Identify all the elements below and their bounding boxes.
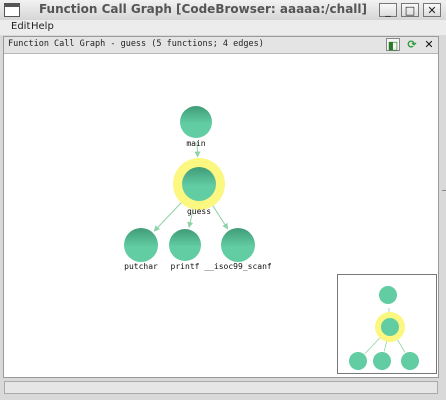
satellite-overview[interactable] xyxy=(337,274,437,374)
panel-close-icon[interactable]: ✕ xyxy=(424,38,434,51)
window-icon xyxy=(4,3,20,17)
menubar: Edit Help xyxy=(0,20,446,35)
refresh-icon[interactable]: ⟳ xyxy=(407,38,417,51)
node-circle[interactable] xyxy=(124,228,158,262)
call-graph-canvas[interactable]: main guess putchar printf __isoc99_scanf xyxy=(4,37,438,377)
node-label: main xyxy=(186,139,205,148)
node-circle[interactable] xyxy=(180,106,212,138)
satellite-node-printf xyxy=(373,352,391,370)
panel-header: Function Call Graph - guess (5 functions… xyxy=(4,37,438,54)
satellite-edge xyxy=(396,338,406,353)
node-printf[interactable]: printf xyxy=(169,229,201,271)
window-close-button[interactable]: ✕ xyxy=(423,3,441,17)
satellite-edge xyxy=(364,336,382,354)
satellite-node-main xyxy=(379,286,397,304)
call-graph-panel: Function Call Graph - guess (5 functions… xyxy=(3,36,439,378)
resize-handle[interactable] xyxy=(442,190,446,191)
satellite-node-guess xyxy=(381,318,399,336)
edge-guess-to-putchar[interactable] xyxy=(153,201,183,232)
satellite-node-putchar xyxy=(349,352,367,370)
graph-view-icon[interactable]: ◧ xyxy=(386,38,400,52)
node-guess[interactable]: guess xyxy=(173,158,225,216)
node-circle[interactable] xyxy=(169,229,201,261)
node-main[interactable]: main xyxy=(180,106,212,148)
node-label: putchar xyxy=(124,262,158,271)
panel-title: Function Call Graph - guess (5 functions… xyxy=(8,39,264,49)
edge-main-to-guess[interactable] xyxy=(194,141,201,158)
edge-guess-to-isoc99_scanf[interactable] xyxy=(212,204,229,230)
satellite-node-isoc99_scanf xyxy=(401,352,419,370)
node-label: printf xyxy=(171,262,200,271)
node-label: guess xyxy=(187,207,211,216)
edge-guess-to-printf[interactable] xyxy=(187,208,194,229)
node-isoc99_scanf[interactable]: __isoc99_scanf xyxy=(204,228,272,271)
node-circle[interactable] xyxy=(182,167,216,201)
menu-help[interactable]: Help xyxy=(31,21,54,32)
window-titlebar[interactable]: Function Call Graph [CodeBrowser: aaaaa:… xyxy=(0,0,446,21)
window-title: Function Call Graph [CodeBrowser: aaaaa:… xyxy=(38,2,368,16)
node-putchar[interactable]: putchar xyxy=(124,228,158,271)
satellite-canvas xyxy=(349,286,419,370)
node-circle[interactable] xyxy=(221,228,255,262)
node-label: __isoc99_scanf xyxy=(204,262,272,271)
minimize-button[interactable]: _ xyxy=(379,3,397,17)
maximize-button[interactable]: □ xyxy=(401,3,419,17)
status-bar xyxy=(4,381,438,394)
menu-edit[interactable]: Edit xyxy=(11,21,31,32)
